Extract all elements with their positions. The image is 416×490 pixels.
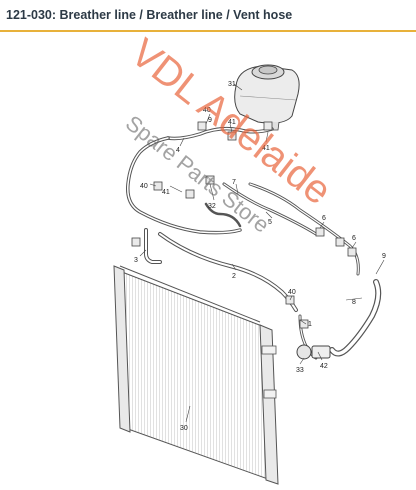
callout-numbers: 31 40 41 41 9 4 40 41 32 7 5 6 6 9 2 3 4… <box>134 81 386 432</box>
left-vertical-pipe-core <box>145 229 161 263</box>
vent-hose-right-core <box>249 183 359 275</box>
callout-1: 1 <box>308 321 312 328</box>
callout-5: 5 <box>268 219 272 226</box>
callout-2: 2 <box>232 273 236 280</box>
callout-32: 32 <box>208 203 216 210</box>
callout-41: 41 <box>228 119 236 126</box>
callout-4: 4 <box>176 147 180 154</box>
parts-diagram: 31 40 41 41 9 4 40 41 32 7 5 6 6 9 2 3 4… <box>0 30 416 485</box>
radiator <box>113 265 279 485</box>
callout-42: 42 <box>320 363 328 370</box>
callout-3: 3 <box>134 257 138 264</box>
callout-41b: 41 <box>262 145 270 152</box>
breather-line-top-core <box>167 127 273 140</box>
coolant-hose-core <box>330 280 381 356</box>
page-header: 121-030: Breather line / Breather line /… <box>0 0 416 32</box>
callout-41c: 41 <box>162 189 170 196</box>
exploded-view-drawing: 31 40 41 41 9 4 40 41 32 7 5 6 6 9 2 3 4… <box>113 30 386 485</box>
watermark: VDL Adelaide Spare Parts Store <box>121 30 339 237</box>
callout-40b: 40 <box>140 183 148 190</box>
callout-leaders <box>139 83 385 423</box>
callout-7: 7 <box>232 179 236 186</box>
hose-6-core <box>223 183 317 235</box>
left-vertical-pipe <box>144 228 162 264</box>
expansion-tank <box>234 64 300 131</box>
callout-9: 9 <box>208 117 212 124</box>
hose-network <box>126 126 382 360</box>
thermostat-housing <box>296 344 331 360</box>
callout-8: 8 <box>352 299 356 306</box>
callout-33: 33 <box>296 367 304 374</box>
page-title: 121-030: Breather line / Breather line /… <box>6 8 293 22</box>
callout-9b: 9 <box>382 253 386 260</box>
vent-hose-upper-core <box>127 137 241 234</box>
callout-40: 40 <box>203 107 211 114</box>
callout-31: 31 <box>228 81 236 88</box>
callout-30: 30 <box>180 425 188 432</box>
callout-6: 6 <box>322 215 326 222</box>
bracket-32 <box>204 202 242 228</box>
callout-6b: 6 <box>352 235 356 242</box>
callout-40c: 40 <box>288 289 296 296</box>
